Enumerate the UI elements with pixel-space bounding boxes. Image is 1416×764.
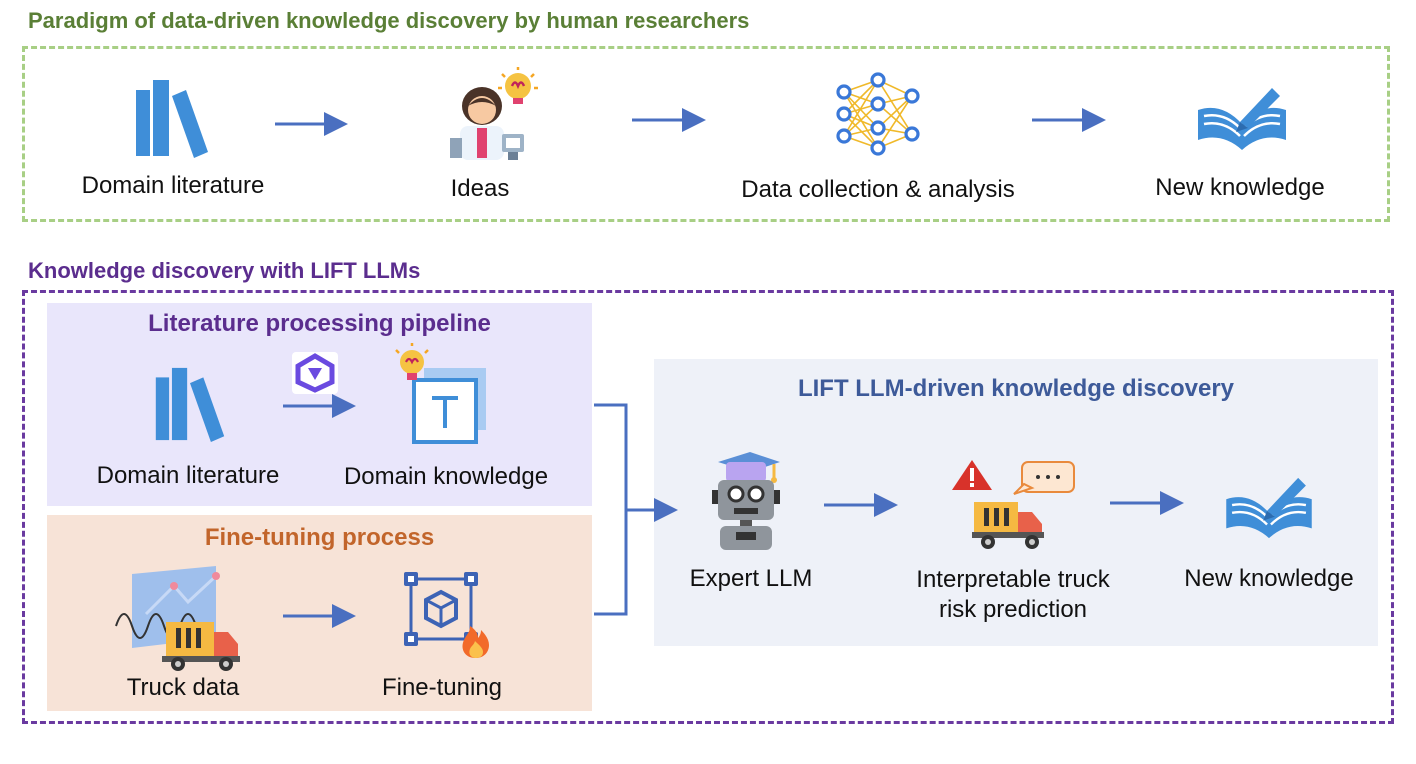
truck-icon — [972, 502, 1044, 549]
step-new-knowledge: New knowledge — [1155, 174, 1325, 201]
open-book-pen-icon — [1198, 88, 1286, 150]
bracket-connector — [594, 403, 628, 616]
finetune-panel-title: Fine-tuning process — [204, 524, 435, 551]
robot-graduate-icon — [712, 452, 780, 550]
lift-knowledge-label: New knowledge — [1184, 565, 1354, 592]
section2-title: Knowledge discovery with LIFT LLMs — [28, 258, 421, 283]
warning-icon — [952, 460, 992, 490]
cube-frame-icon — [404, 572, 489, 658]
literature-panel-title: Literature processing pipeline — [148, 310, 491, 337]
lightbulb-icon — [498, 67, 538, 104]
section2-frame — [22, 290, 1394, 724]
literature-source-label: Domain literature — [96, 462, 280, 489]
prediction-label-line1: Interpretable truck — [916, 566, 1110, 593]
books-icon — [155, 367, 225, 442]
truck-icon — [162, 622, 240, 671]
fire-icon — [462, 626, 489, 658]
finetune-target-label: Fine-tuning — [381, 674, 503, 701]
text-document-icon — [395, 343, 486, 444]
step-domain-literature: Domain literature — [81, 172, 265, 199]
qwen-logo-icon — [292, 352, 338, 394]
section1-title: Paradigm of data-driven knowledge discov… — [28, 8, 750, 33]
books-icon — [136, 80, 208, 158]
expert-llm-label: Expert LLM — [689, 565, 813, 592]
speech-bubble-icon — [1013, 461, 1075, 495]
chart-icon — [115, 566, 240, 671]
step-ideas: Ideas — [450, 175, 510, 202]
literature-target-label: Domain knowledge — [343, 463, 549, 490]
truck-warning-icon — [952, 460, 1075, 549]
neural-network-icon — [836, 72, 920, 156]
section1-frame — [22, 46, 1390, 222]
open-book-pen-icon — [1226, 477, 1312, 539]
finetune-source-label: Truck data — [126, 674, 240, 701]
lightbulb-icon — [395, 343, 429, 380]
prediction-label-line2: risk prediction — [938, 596, 1088, 623]
scientist-icon — [450, 67, 538, 160]
lift-panel-title: LIFT LLM-driven knowledge discovery — [797, 375, 1235, 402]
step-data-collection: Data collection & analysis — [741, 176, 1015, 203]
